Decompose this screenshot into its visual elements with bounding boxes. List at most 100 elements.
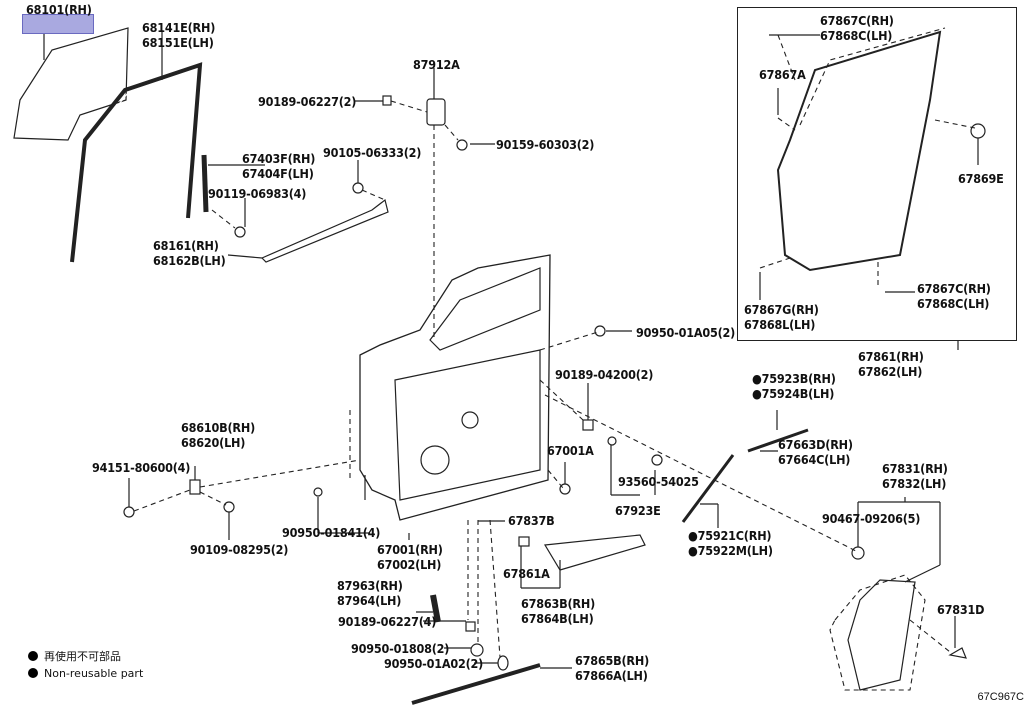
part-label-67861a[interactable]: 67861A: [503, 566, 550, 581]
part-label-90189-06227-top[interactable]: 90189-06227(2): [258, 94, 356, 109]
part-number: 67837B: [508, 513, 555, 528]
part-number: 90189-06227(4): [338, 614, 437, 629]
part-number-rh: ●75921C(RH): [688, 528, 772, 543]
part-label-67865b[interactable]: 67865B(RH)67866A(LH): [575, 653, 649, 683]
window-glass: [13, 27, 129, 141]
part-label-67001a[interactable]: 67001A: [547, 443, 594, 458]
selected-part-highlight: [22, 14, 94, 34]
part-label-67923e[interactable]: 67923E: [615, 503, 661, 518]
part-label-68161[interactable]: 68161(RH)68162B(LH): [153, 238, 226, 268]
part-number-rh: 68141E(RH): [142, 20, 216, 35]
part-number: 67867A: [759, 67, 806, 82]
part-number: 90950-01A02(2): [384, 656, 484, 671]
part-label-90105-06333[interactable]: 90105-06333(2): [323, 145, 421, 160]
belt-moulding: [260, 198, 389, 263]
part-label-90109-08295[interactable]: 90109-08295(2): [190, 542, 288, 557]
part-label-67831[interactable]: 67831(RH)67832(LH): [882, 461, 948, 491]
legend: 再使用不可部品 Non-reusable part: [28, 648, 143, 682]
part-label-75923b[interactable]: ●75923B(RH)●75924B(LH): [752, 371, 836, 401]
part-label-67663d[interactable]: 67663D(RH)67664C(LH): [778, 437, 853, 467]
part-label-90159-60303[interactable]: 90159-60303(2): [496, 137, 594, 152]
part-number: 90467-09206(5): [822, 511, 921, 526]
part-number: 67869E: [958, 171, 1004, 186]
lower-cover: [847, 579, 916, 691]
part-number-rh: 68161(RH): [153, 238, 219, 253]
part-label-67867c-top[interactable]: 67867C(RH)67868C(LH): [820, 13, 894, 43]
part-number-rh: 67861(RH): [858, 349, 924, 364]
roof-drip-moulding: [747, 428, 809, 453]
part-number-lh: 67864B(LH): [521, 611, 594, 626]
part-label-87912a[interactable]: 87912A: [413, 57, 460, 72]
part-label-67867g[interactable]: 67867G(RH)67868L(LH): [744, 302, 819, 332]
part-label-67869e[interactable]: 67869E: [958, 171, 1004, 186]
part-number: 68101(RH): [26, 2, 92, 17]
glass-run-channel: [70, 62, 203, 263]
part-number-lh: 68151E(LH): [142, 35, 214, 50]
part-number-rh: 67831(RH): [882, 461, 948, 476]
part-number: 90105-06333(2): [323, 145, 422, 160]
part-label-67403f[interactable]: 67403F(RH)67404F(LH): [242, 151, 315, 181]
rear-lower-channel: [201, 154, 209, 213]
part-label-68101[interactable]: 68101(RH): [26, 2, 92, 17]
part-number-rh: 67403F(RH): [242, 151, 316, 166]
part-number: 90950-01841(4): [282, 525, 381, 540]
part-label-67861[interactable]: 67861(RH)67862(LH): [858, 349, 924, 379]
part-number-lh: 67868L(LH): [744, 317, 816, 332]
part-label-90950-01a05[interactable]: 90950-01A05(2): [636, 325, 735, 340]
part-number-rh: ●75923B(RH): [752, 371, 836, 386]
part-number-rh: 67865B(RH): [575, 653, 650, 668]
part-label-67863b[interactable]: 67863B(RH)67864B(LH): [521, 596, 595, 626]
door-hinge: [189, 479, 201, 495]
part-label-68610b[interactable]: 68610B(RH)68620(LH): [181, 420, 255, 450]
part-label-87963[interactable]: 87963(RH)87964(LH): [337, 578, 403, 608]
part-label-67001[interactable]: 67001(RH)67002(LH): [377, 542, 443, 572]
part-number: 90109-08295(2): [190, 542, 289, 557]
part-number-lh: 67862(LH): [858, 364, 923, 379]
part-label-67867a[interactable]: 67867A: [759, 67, 806, 82]
legend-item-jp: 再使用不可部品: [28, 648, 143, 665]
part-number: 94151-80600(4): [92, 460, 191, 475]
part-number-lh: 67404F(LH): [242, 166, 314, 181]
bracket-87912a: [426, 98, 446, 126]
part-label-67837b[interactable]: 67837B: [508, 513, 555, 528]
part-number: 90189-04200(2): [555, 367, 654, 382]
part-number-lh: 67868C(LH): [820, 28, 893, 43]
part-label-67831d[interactable]: 67831D: [937, 602, 984, 617]
part-number: 67831D: [937, 602, 985, 617]
part-number-rh: 67663D(RH): [778, 437, 853, 452]
part-number-lh: 67832(LH): [882, 476, 947, 491]
part-number-rh: 67001(RH): [377, 542, 443, 557]
part-label-75921c[interactable]: ●75921C(RH)●75922M(LH): [688, 528, 773, 558]
part-label-90950-01841[interactable]: 90950-01841(4): [282, 525, 380, 540]
rocker-moulding: [411, 663, 541, 705]
part-label-90189-04200[interactable]: 90189-04200(2): [555, 367, 653, 382]
part-number-lh: 67866A(LH): [575, 668, 648, 683]
part-label-90119-06983[interactable]: 90119-06983(4): [208, 186, 306, 201]
part-number-rh: 67867C(RH): [917, 281, 991, 296]
lower-garnish: [544, 534, 646, 571]
part-number-lh: 87964(LH): [337, 593, 402, 608]
part-number: 87912A: [413, 57, 460, 72]
part-label-93560-54025[interactable]: 93560-54025: [618, 474, 699, 489]
part-number-lh: ●75922M(LH): [688, 543, 773, 558]
legend-text: Non-reusable part: [44, 667, 144, 680]
part-number: 67861A: [503, 566, 550, 581]
part-label-90467-09206[interactable]: 90467-09206(5): [822, 511, 920, 526]
part-number: 67923E: [615, 503, 661, 518]
part-label-90950-01808[interactable]: 90950-01808(2): [351, 641, 449, 656]
part-label-94151-80600[interactable]: 94151-80600(4): [92, 460, 190, 475]
legend-item-en: Non-reusable part: [28, 665, 143, 682]
part-label-68141e[interactable]: 68141E(RH)68151E(LH): [142, 20, 215, 50]
part-number-lh: 67868C(LH): [917, 296, 990, 311]
legend-text: 再使用不可部品: [44, 650, 121, 663]
part-number: 90950-01808(2): [351, 641, 450, 656]
part-number-rh: 87963(RH): [337, 578, 403, 593]
part-number-lh: 68620(LH): [181, 435, 246, 450]
part-label-90950-01a02[interactable]: 90950-01A02(2): [384, 656, 483, 671]
part-number-rh: 68610B(RH): [181, 420, 256, 435]
part-number-rh: 67867G(RH): [744, 302, 819, 317]
filled-circle-icon: [28, 668, 38, 678]
part-label-67867c-bottom[interactable]: 67867C(RH)67868C(LH): [917, 281, 991, 311]
part-label-90189-06227-bottom[interactable]: 90189-06227(4): [338, 614, 436, 629]
